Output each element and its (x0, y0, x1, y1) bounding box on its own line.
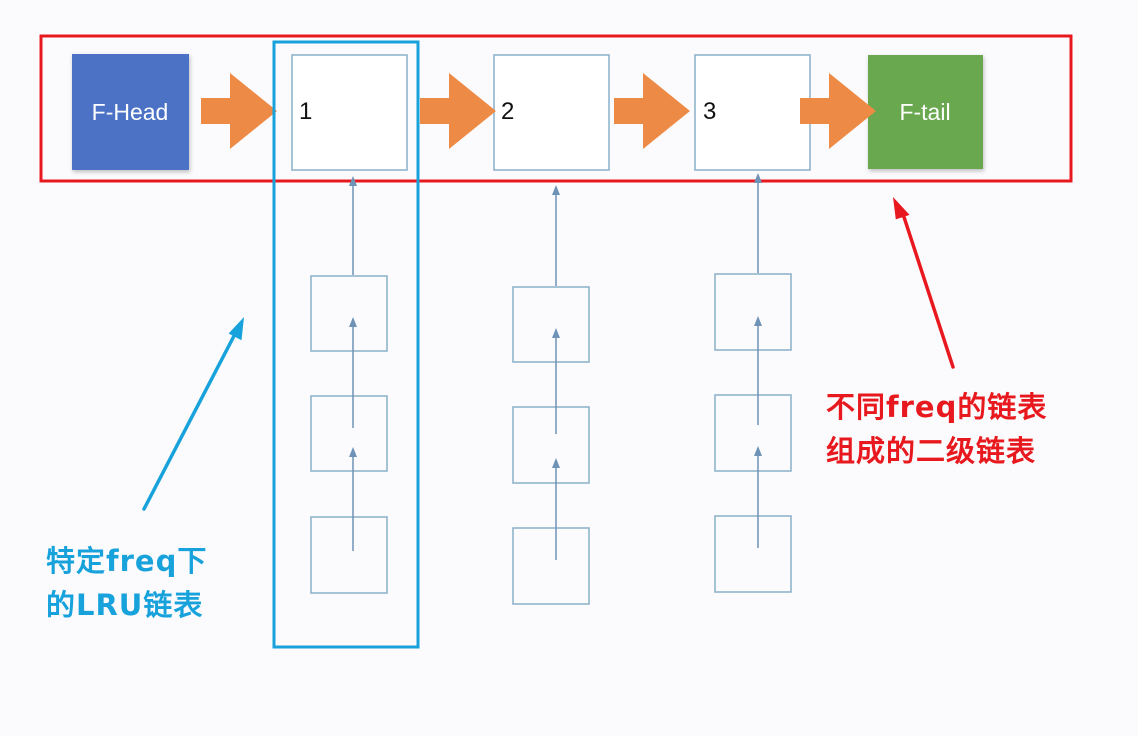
freq-list-frame (39, 34, 1073, 183)
lru-node (714, 515, 792, 593)
lru-list-caption-line-1: 特定freq下 (46, 544, 208, 578)
lru-node (310, 395, 388, 472)
lru-node (714, 273, 792, 351)
lru-node (512, 406, 590, 484)
link-arrow-3-to-tail (800, 73, 876, 149)
freq-node-1: 1 (291, 54, 408, 171)
freq-node-2-label: 2 (501, 98, 514, 125)
freq-node-3: 3 (694, 54, 811, 171)
link-arrow-head-to-1 (201, 73, 277, 149)
lru-node (310, 275, 388, 352)
freq-list-caption-line-2: 组成的二级链表 (826, 434, 1037, 468)
f-tail-node: F-tail (868, 55, 983, 169)
f-tail-label: F-tail (899, 99, 950, 125)
blue-callout-arrow (142, 317, 244, 511)
red-callout-arrow (893, 197, 955, 369)
link-arrow-2-to-3 (614, 73, 690, 149)
lru-node (512, 527, 590, 605)
lru-node (512, 286, 590, 363)
freq-list-caption: 不同freq的链表 组成的二级链表 (826, 385, 1047, 473)
lru-list-1 (310, 176, 388, 594)
lru-list-caption-line-2: 的LRU链表 (46, 588, 204, 622)
lru-node (714, 394, 792, 472)
freq-list-caption-line-1: 不同freq的链表 (826, 390, 1048, 424)
lru-list-3 (714, 173, 792, 593)
lru-list-2 (512, 185, 590, 605)
f-head-node: F-Head (72, 54, 189, 170)
freq-node-3-label: 3 (703, 98, 716, 125)
freq-node-2: 2 (493, 54, 610, 171)
link-arrow-1-to-2 (420, 73, 496, 149)
lru-column-frame (272, 40, 420, 649)
f-head-label: F-Head (92, 99, 169, 125)
lru-list-caption: 特定freq下 的LRU链表 (46, 539, 207, 627)
freq-node-1-label: 1 (299, 98, 312, 125)
lru-node (310, 516, 388, 594)
